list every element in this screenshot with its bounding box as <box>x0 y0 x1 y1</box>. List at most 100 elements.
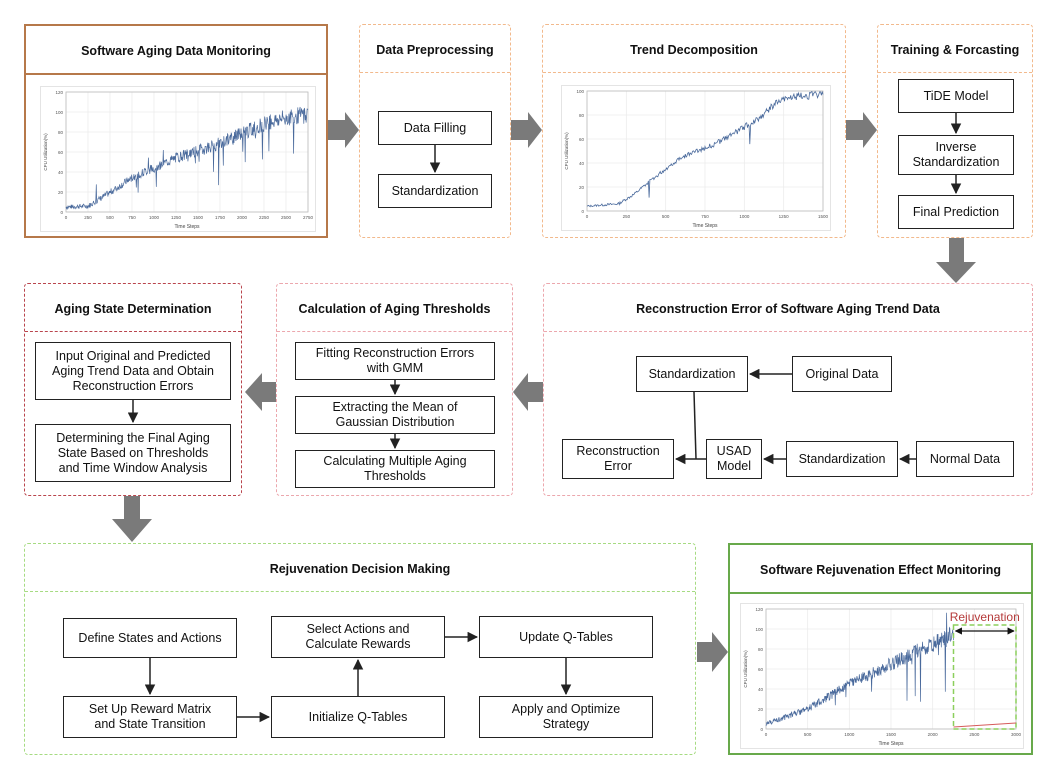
x-tick-label: 3000 <box>1011 732 1022 737</box>
chart-frame <box>561 85 831 231</box>
stage-arrow-8 <box>697 632 728 672</box>
data-filling-label: Data Filling <box>403 120 467 135</box>
input-original-line2: Aging Trend Data and Obtain <box>52 363 214 378</box>
x-tick-label: 750 <box>701 214 709 219</box>
x-tick-label: 2500 <box>969 732 980 737</box>
training-arrows <box>950 113 962 195</box>
fitting-gmm-line2: with GMM <box>366 361 424 375</box>
x-tick-label: 1000 <box>844 732 855 737</box>
y-tick-label: 60 <box>579 137 585 142</box>
reconstruction-error-line1: Reconstruction <box>576 444 660 458</box>
recon-standardization-bottom-label: Standardization <box>798 451 886 466</box>
x-tick-label: 2750 <box>303 215 314 220</box>
trend-title: Trend Decomposition <box>630 43 758 57</box>
x-axis-label: Time Steps <box>692 223 718 229</box>
x-tick-label: 2000 <box>237 215 248 220</box>
x-tick-label: 0 <box>65 215 68 220</box>
inverse-standardization-box: Inverse Standardization <box>898 135 1014 175</box>
x-tick-label: 2500 <box>281 215 292 220</box>
plot-area <box>65 91 309 213</box>
rejuvenation-annotation: Rejuvenation <box>950 610 1020 624</box>
x-tick-label: 500 <box>804 732 812 737</box>
stage-arrow-2 <box>511 112 542 148</box>
training-title: Training & Forcasting <box>890 43 1020 57</box>
effect-title: Software Rejuvenation Effect Monitoring <box>760 563 1001 577</box>
input-original-line3: Reconstruction Errors <box>72 378 194 393</box>
x-tick-label: 1750 <box>215 215 226 220</box>
training-panel: Training & Forcasting TiDE Model Inverse… <box>877 24 1033 238</box>
usad-model-line1: USAD <box>716 444 752 458</box>
usad-model-box: USAD Model <box>706 439 762 479</box>
y-tick-label: 100 <box>55 110 63 115</box>
apply-optimize-line2: Strategy <box>542 717 590 731</box>
original-data-box: Original Data <box>792 356 892 392</box>
standardization-box: Standardization <box>378 174 492 208</box>
aging-state-title: Aging State Determination <box>54 302 212 316</box>
standardization-label: Standardization <box>391 183 479 198</box>
multiple-thresholds-box: Calculating Multiple Aging Thresholds <box>295 450 495 488</box>
final-prediction-label: Final Prediction <box>912 204 1000 219</box>
x-tick-label: 1250 <box>779 214 790 219</box>
stage-arrow-7 <box>112 495 152 542</box>
preprocessing-panel: Data Preprocessing Data Filling Standard… <box>359 24 511 238</box>
input-original-line1: Input Original and Predicted <box>55 348 211 363</box>
x-axis-label: Time Steps <box>878 741 904 747</box>
x-tick-label: 1000 <box>149 215 160 220</box>
y-axis-label: CPU Utilization(%) <box>43 133 48 171</box>
y-tick-label: 80 <box>758 647 764 652</box>
effect-panel: Software Rejuvenation Effect Monitoring … <box>728 543 1033 755</box>
y-tick-label: 20 <box>758 707 764 712</box>
multiple-thresholds-line2: Thresholds <box>364 469 426 483</box>
extracting-mean-box: Extracting the Mean of Gaussian Distribu… <box>295 396 495 434</box>
recon-standardization-top-box: Standardization <box>636 356 748 392</box>
x-tick-label: 500 <box>106 215 114 220</box>
extracting-mean-line2: Gaussian Distribution <box>335 415 455 429</box>
chart-frame <box>40 86 316 232</box>
rejuvenation-window <box>952 624 1017 730</box>
normal-data-label: Normal Data <box>929 451 1001 466</box>
usad-model-line2: Model <box>716 459 752 473</box>
final-aging-state-line2: State Based on Thresholds <box>57 445 209 460</box>
preprocessing-arrows <box>429 145 441 174</box>
update-qtables-label: Update Q-Tables <box>519 629 613 644</box>
y-tick-label: 120 <box>755 607 763 612</box>
rejuvenation-panel: Rejuvenation Decision Making Define Stat… <box>24 543 696 755</box>
stage-arrow-6 <box>245 373 276 411</box>
y-tick-label: 0 <box>60 210 63 215</box>
x-tick-label: 1500 <box>818 214 829 219</box>
reconstruction-panel: Reconstruction Error of Software Aging T… <box>543 283 1033 496</box>
x-tick-label: 2250 <box>259 215 270 220</box>
thresholds-arrows <box>389 380 401 450</box>
x-axis-label: Time Steps <box>174 224 200 230</box>
y-tick-label: 100 <box>755 627 763 632</box>
input-original-box: Input Original and Predicted Aging Trend… <box>35 342 231 400</box>
apply-optimize-line1: Apply and Optimize <box>511 702 621 716</box>
fitting-gmm-line1: Fitting Reconstruction Errors <box>315 346 475 360</box>
tide-model-label: TiDE Model <box>923 88 989 103</box>
y-tick-label: 20 <box>579 185 585 190</box>
final-prediction-box: Final Prediction <box>898 195 1014 229</box>
x-tick-label: 500 <box>662 214 670 219</box>
recon-standardization-top-label: Standardization <box>648 366 736 381</box>
inverse-label: Inverse <box>935 140 977 154</box>
y-tick-label: 40 <box>58 170 64 175</box>
initialize-qtables-label: Initialize Q-Tables <box>308 709 408 724</box>
setup-reward-box: Set Up Reward Matrix and State Transitio… <box>63 696 237 738</box>
series-line <box>586 90 824 208</box>
select-actions-line1: Select Actions and <box>306 622 410 636</box>
define-states-box: Define States and Actions <box>63 618 237 658</box>
normal-data-box: Normal Data <box>916 441 1014 477</box>
y-tick-label: 120 <box>55 90 63 95</box>
initialize-qtables-box: Initialize Q-Tables <box>271 696 445 738</box>
y-tick-label: 40 <box>579 161 585 166</box>
aging-state-panel: Aging State Determination Input Original… <box>24 283 242 496</box>
select-actions-box: Select Actions and Calculate Rewards <box>271 616 445 658</box>
data-filling-box: Data Filling <box>378 111 492 145</box>
y-tick-label: 60 <box>58 150 64 155</box>
rejuvenation-series-line <box>953 722 1017 728</box>
x-tick-label: 1000 <box>739 214 750 219</box>
reconstruction-arrows <box>674 368 916 465</box>
